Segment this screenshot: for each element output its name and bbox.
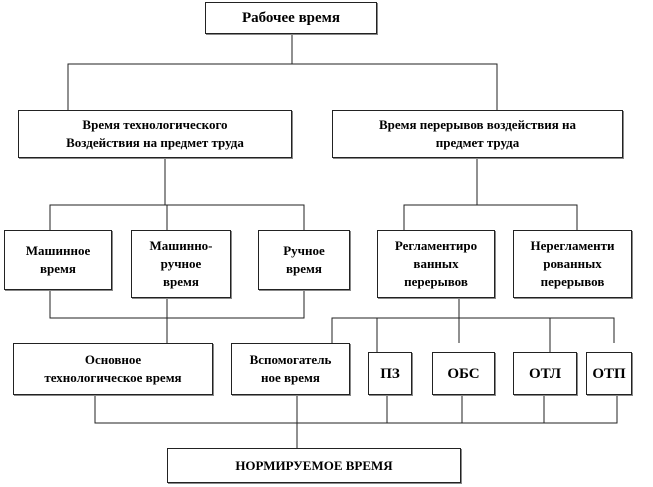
label-line: Время перерывов воздействия на <box>378 117 577 132</box>
label-line: Машинное <box>25 243 91 258</box>
label-line: Машинно- <box>149 238 213 253</box>
connector <box>67 63 498 110</box>
label-line: время <box>40 261 76 276</box>
label-line: перерывов <box>540 274 605 289</box>
label-line: рованных <box>543 256 602 271</box>
pz-box: ПЗ <box>368 352 412 395</box>
label-line: Воздействия на предмет труда <box>66 135 244 150</box>
connector <box>49 290 305 319</box>
root-label: Рабочее время <box>241 10 341 26</box>
main-tech-time-box: Основное технологическое время <box>13 343 213 395</box>
label-line: время <box>163 274 199 289</box>
label-line: технологическое время <box>44 370 182 385</box>
obs-box: ОБС <box>432 352 495 395</box>
otp-box: ОТП <box>586 352 632 395</box>
label-line: Вспомогатель <box>249 352 332 367</box>
label-line: Основное <box>84 352 142 367</box>
auxiliary-time-box: Вспомогатель ное время <box>231 343 350 395</box>
tech-impact-time-box: Время технологического Воздействия на пр… <box>18 110 292 158</box>
machine-time-box: Машинное время <box>4 230 112 290</box>
unregulated-breaks-box: Нерегламенти рованных перерывов <box>513 230 632 298</box>
label: ОТП <box>592 365 626 382</box>
label-line: Ручное <box>283 243 325 258</box>
manual-time-box: Ручное время <box>258 230 350 290</box>
label: ПЗ <box>380 365 400 382</box>
connector <box>403 204 578 230</box>
break-time-box: Время перерывов воздействия на предмет т… <box>332 110 623 158</box>
label-line: Нерегламенти <box>530 238 615 253</box>
normalized-time-box: НОРМИРУЕМОЕ ВРЕМЯ <box>167 448 461 483</box>
label-line: ручное <box>160 256 202 271</box>
label: ОБС <box>447 365 480 382</box>
otl-box: ОТЛ <box>513 352 577 395</box>
connector <box>331 317 615 343</box>
label: ОТЛ <box>528 365 562 382</box>
label-line: время <box>286 261 322 276</box>
label-line: предмет труда <box>435 135 520 150</box>
connector <box>49 204 305 230</box>
label-line: перерывов <box>404 274 468 289</box>
root-box: Рабочее время <box>205 2 377 34</box>
label: НОРМИРУЕМОЕ ВРЕМЯ <box>235 457 393 473</box>
label-line: ное время <box>261 370 320 385</box>
label-line: ванных <box>413 256 459 271</box>
label-line: Время технологического <box>82 117 228 132</box>
regulated-breaks-box: Регламентиро ванных перерывов <box>377 230 495 298</box>
machine-manual-time-box: Машинно- ручное время <box>131 230 231 298</box>
label-line: Регламентиро <box>394 238 478 253</box>
connector <box>94 395 618 424</box>
